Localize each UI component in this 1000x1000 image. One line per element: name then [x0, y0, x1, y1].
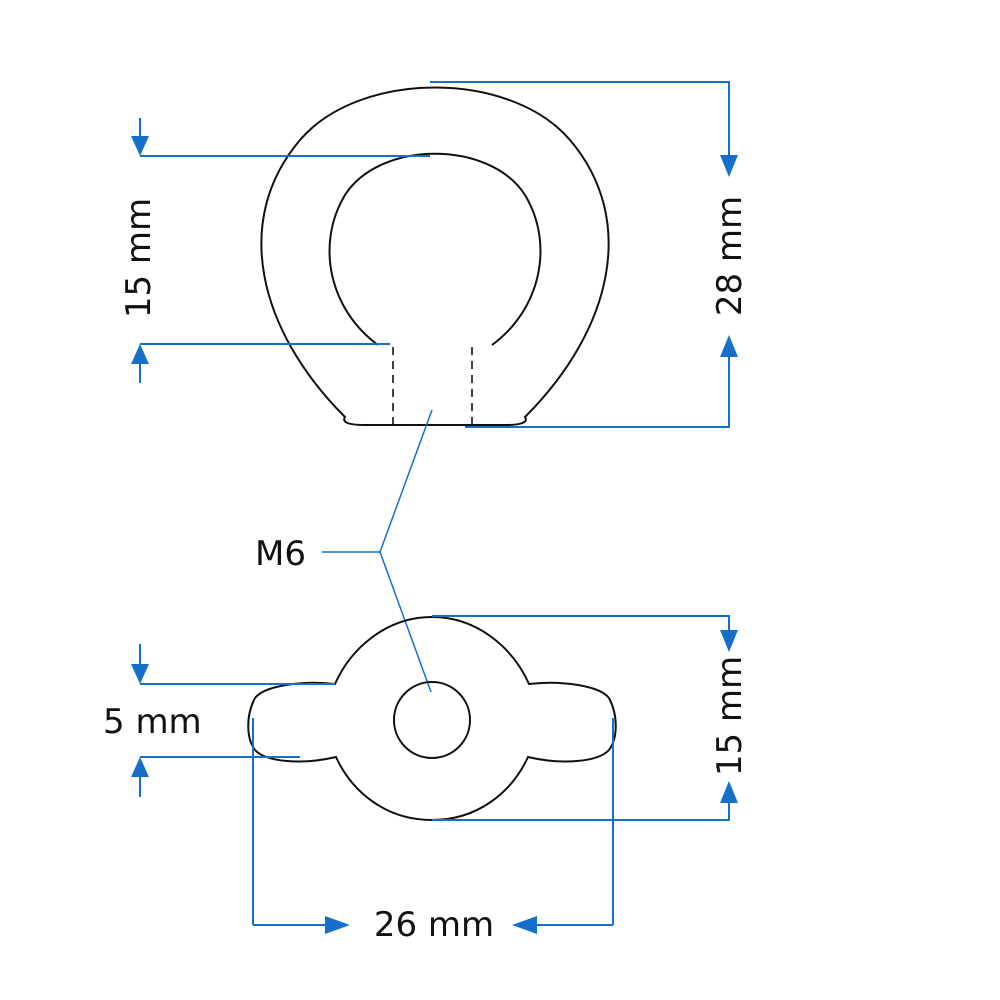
arrow-left-icon [512, 916, 537, 934]
arrow-up-icon [131, 344, 149, 364]
eye-nut [260, 86, 610, 426]
wing-height-dimension: 5 mm [103, 644, 335, 797]
eye-total-height-label: 28 mm [710, 196, 750, 316]
wing-nut [247, 615, 617, 822]
wing-height-label: 5 mm [103, 702, 202, 742]
arrow-down-icon [131, 136, 149, 156]
thread-label: M6 [255, 534, 306, 574]
wing-total-height-label: 15 mm [710, 656, 750, 776]
eye-total-height-dimension: 28 mm [430, 81, 750, 428]
eye-nut-outer-ring [260, 86, 610, 426]
wing-total-height-dimension: 15 mm [432, 615, 750, 821]
wing-nut-thread-hole [393, 681, 471, 759]
thread-leader: M6 [255, 409, 433, 693]
arrow-down-icon [720, 155, 738, 177]
eye-nut-inner-hole [328, 152, 542, 346]
arrow-up-icon [720, 335, 738, 357]
eye-inner-height-dimension: 15 mm [119, 118, 430, 383]
arrow-right-icon [325, 916, 350, 934]
arrow-down-icon [720, 630, 738, 652]
arrow-down-icon [131, 664, 149, 684]
wing-width-dimension: 26 mm [252, 718, 614, 945]
wing-nut-body [247, 615, 617, 822]
wing-width-label: 26 mm [374, 905, 494, 945]
eye-inner-height-label: 15 mm [119, 198, 159, 318]
arrow-up-icon [720, 781, 738, 803]
arrow-up-icon [131, 757, 149, 777]
